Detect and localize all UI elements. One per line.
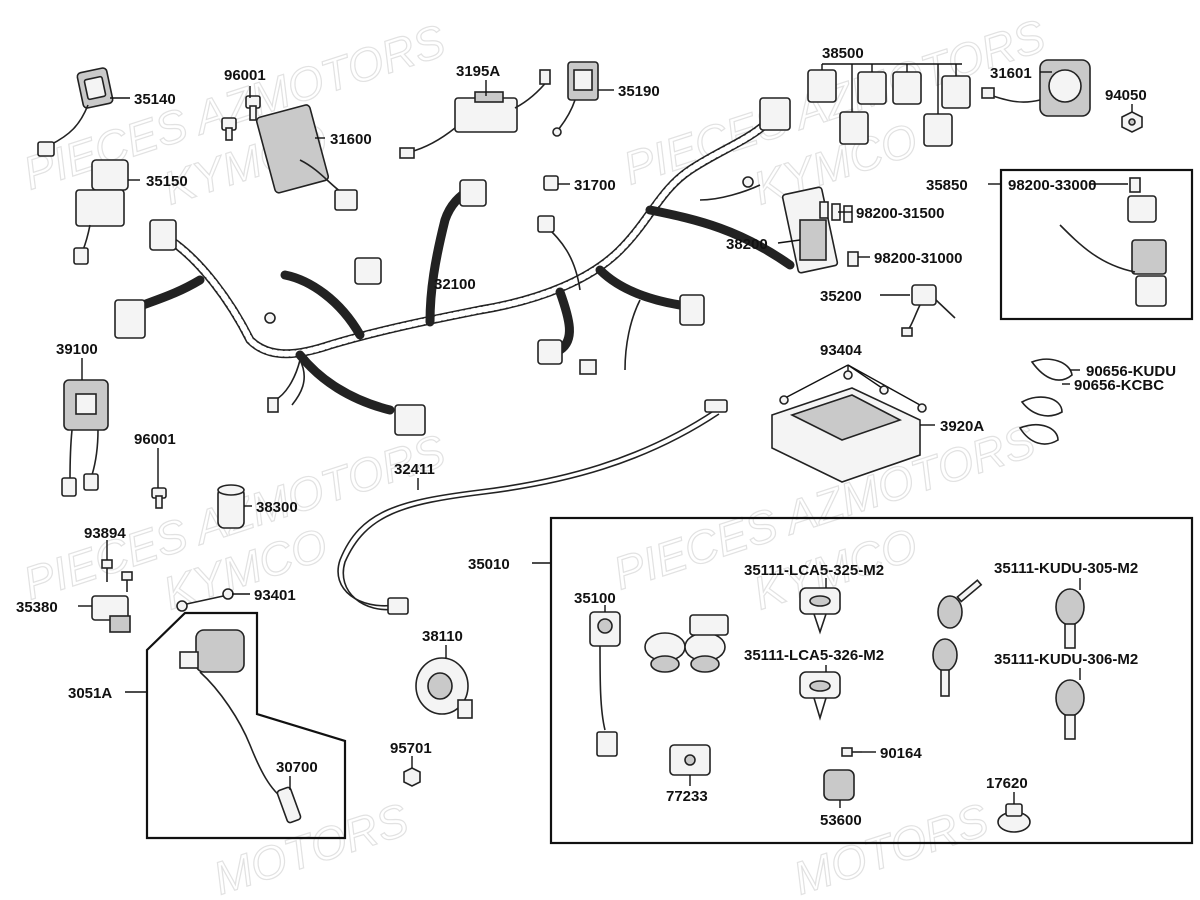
- label-35380: 35380: [16, 599, 58, 616]
- part-38300: [217, 484, 245, 529]
- part-39100: [61, 379, 109, 497]
- label-31601: 31601: [990, 65, 1032, 82]
- watermark-text: MOTORS: [207, 793, 415, 900]
- part-31601: [981, 59, 1091, 117]
- part-key-blank-325: [799, 587, 841, 635]
- label-96001: 96001: [134, 431, 176, 448]
- label-35111-KUDU-305-M2: 35111-KUDU-305-M2: [994, 560, 1138, 577]
- label-3051A: 3051A: [68, 685, 112, 702]
- part-3051A: [179, 629, 286, 801]
- label-98200-31500: 98200-31500: [856, 205, 944, 222]
- part-96001-b: [151, 487, 167, 509]
- part-98200-31000: [847, 251, 859, 267]
- watermark-text: MOTORS: [787, 793, 995, 900]
- label-90656-KUDU: 90656-KUDU: [1086, 363, 1176, 380]
- detail-box-3051A: [145, 611, 347, 840]
- main-harness-32100: [114, 97, 795, 436]
- label-35010: 35010: [468, 556, 510, 573]
- label-35200: 35200: [820, 288, 862, 305]
- label-30700: 30700: [276, 759, 318, 776]
- label-35140: 35140: [134, 91, 176, 108]
- label-90164: 90164: [880, 745, 922, 762]
- part-38500: [807, 69, 971, 147]
- leader-lines: [78, 63, 1133, 808]
- part-31700: [543, 175, 559, 191]
- label-32411: 32411: [394, 461, 435, 478]
- detail-box-35010: [549, 516, 1194, 845]
- label-77233: 77233: [666, 788, 708, 805]
- label-53600: 53600: [820, 812, 862, 829]
- part-90656-kudu: [1030, 358, 1073, 381]
- label-38200: 38200: [726, 236, 768, 253]
- part-53600: [823, 769, 855, 801]
- label-31700: 31700: [574, 177, 616, 194]
- label-17620: 17620: [986, 775, 1028, 792]
- label-35111-KUDU-306-M2: 35111-KUDU-306-M2: [994, 651, 1138, 668]
- label-95701: 95701: [390, 740, 432, 757]
- part-31600: [255, 104, 358, 211]
- part-98200-31500: [819, 201, 853, 223]
- part-93401: [176, 588, 234, 612]
- part-30700: [276, 786, 302, 824]
- label-93404: 93404: [820, 342, 862, 359]
- part-35140: [37, 67, 114, 157]
- part-3920A: [771, 387, 921, 483]
- label-93401: 93401: [254, 587, 296, 604]
- label-38300: 38300: [256, 499, 298, 516]
- label-38110: 38110: [422, 628, 463, 645]
- label-35111-LCA5-326-M2: 35111-LCA5-326-M2: [744, 647, 884, 664]
- part-labels: 35140 96001 3195A 35190 38500 31601 9405…: [16, 45, 1176, 829]
- part-32411: [337, 399, 728, 615]
- part-95701: [403, 767, 421, 787]
- label-39100: 39100: [56, 341, 98, 358]
- label-3195A: 3195A: [456, 63, 500, 80]
- part-93404: [779, 364, 927, 413]
- part-35100: [589, 611, 621, 757]
- part-96001-a: [221, 95, 261, 141]
- label-98200-33000: 98200-33000: [1008, 177, 1096, 194]
- label-93894: 93894: [84, 525, 126, 542]
- part-key-blank-326: [799, 671, 841, 721]
- label-94050: 94050: [1105, 87, 1147, 104]
- part-98200-33000: [1059, 177, 1167, 307]
- part-38110: [415, 657, 473, 719]
- part-77233: [669, 744, 711, 776]
- part-35200: [901, 284, 956, 337]
- part-3195A: [399, 69, 551, 159]
- label-31600: 31600: [330, 131, 372, 148]
- label-35850: 35850: [926, 177, 968, 194]
- part-35190: [552, 61, 599, 137]
- label-3920A: 3920A: [940, 418, 984, 435]
- part-17620: [997, 803, 1031, 833]
- part-90164: [841, 747, 862, 757]
- label-90656-KCBC: 90656-KCBC: [1074, 377, 1164, 394]
- part-key-306: [1055, 679, 1085, 740]
- part-keys-pair: [932, 579, 983, 697]
- label-35111-LCA5-325-M2: 35111-LCA5-325-M2: [744, 562, 884, 579]
- part-35380: [91, 595, 131, 633]
- label-38500: 38500: [822, 45, 864, 62]
- detail-box-35850: [999, 168, 1194, 321]
- part-94050: [1121, 111, 1143, 133]
- part-90656-kcbc: [1018, 396, 1063, 445]
- label-35150: 35150: [146, 173, 188, 190]
- label-35100: 35100: [574, 590, 616, 607]
- part-35150: [73, 159, 129, 265]
- label-98200-31000: 98200-31000: [874, 250, 962, 267]
- label-32100: 32100: [434, 276, 476, 293]
- part-93894: [101, 559, 133, 592]
- part-key-lock-set: [644, 614, 729, 673]
- label-35190: 35190: [618, 83, 660, 100]
- part-key-305: [1055, 588, 1085, 649]
- label-96001: 96001: [224, 67, 266, 84]
